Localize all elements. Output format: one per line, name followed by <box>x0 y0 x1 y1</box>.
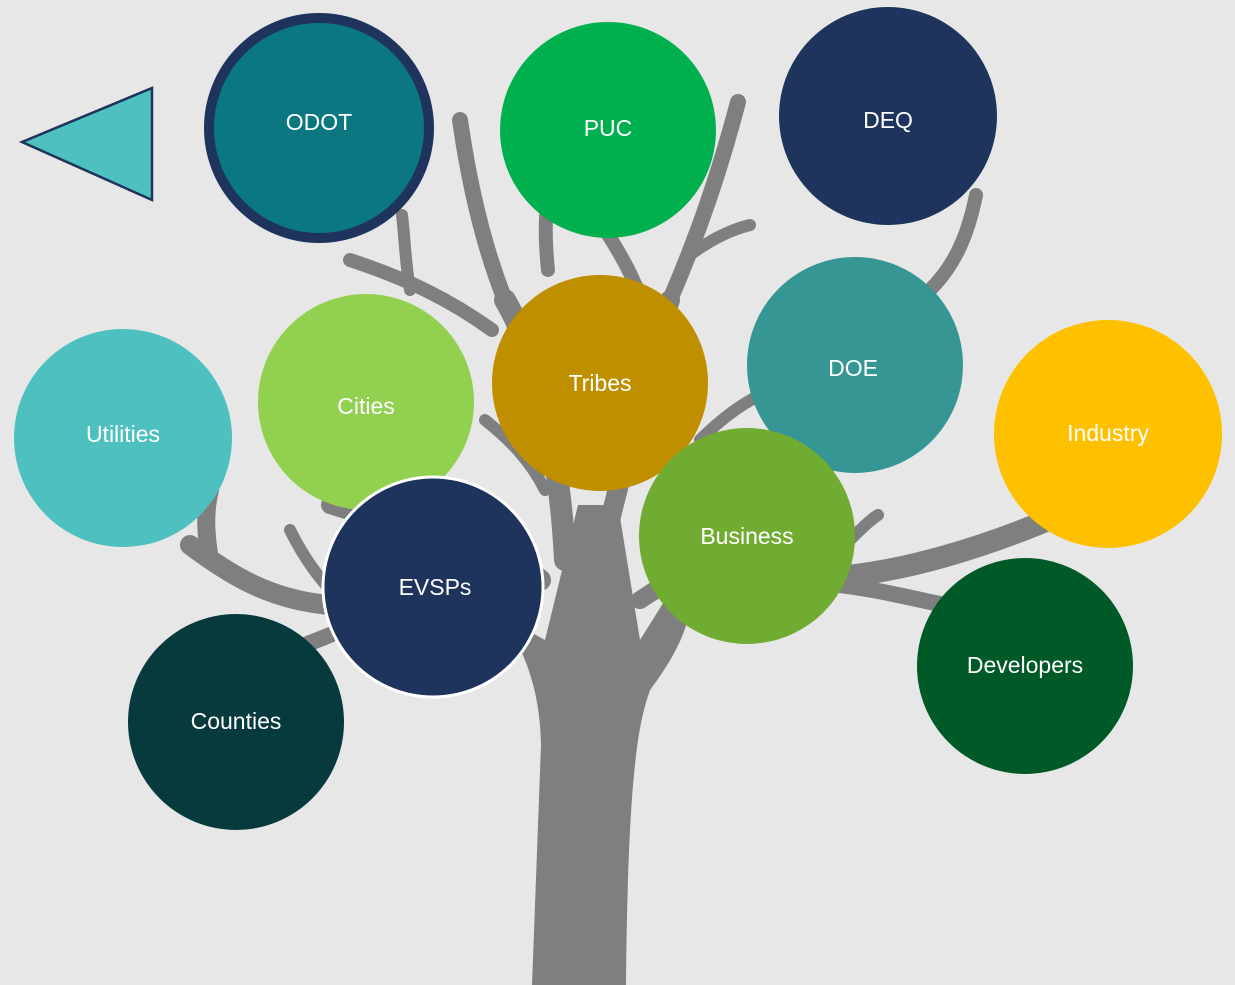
node-developers-circle <box>917 558 1133 774</box>
node-doe[interactable]: DOE <box>747 257 963 473</box>
node-odot[interactable]: ODOT <box>204 13 434 243</box>
node-evsps-label: EVSPs <box>399 574 472 600</box>
node-doe-label: DOE <box>828 355 878 381</box>
node-odot-label: ODOT <box>286 109 352 135</box>
node-tribes-label: Tribes <box>568 370 631 396</box>
node-developers-label: Developers <box>967 652 1083 678</box>
node-industry[interactable]: Industry <box>994 320 1222 548</box>
node-odot-circle <box>204 13 434 243</box>
node-counties[interactable]: Counties <box>128 614 344 830</box>
node-counties-circle <box>128 614 344 830</box>
back-arrow-icon[interactable] <box>18 86 154 202</box>
node-puc-circle <box>500 22 716 238</box>
tree-branch <box>662 94 746 308</box>
node-deq-circle <box>779 7 997 225</box>
node-deq[interactable]: DEQ <box>779 7 997 225</box>
node-deq-label: DEQ <box>863 107 913 133</box>
node-business-label: Business <box>700 523 793 549</box>
node-cities-circle <box>258 294 474 510</box>
node-utilities-label: Utilities <box>86 421 160 447</box>
node-evsps-circle <box>321 475 545 699</box>
node-utilities-circle <box>14 329 232 547</box>
node-developers[interactable]: Developers <box>917 558 1133 774</box>
node-business-circle <box>639 428 855 644</box>
node-tribes[interactable]: Tribes <box>492 275 708 491</box>
node-counties-label: Counties <box>191 708 282 734</box>
tree-branch <box>343 253 499 337</box>
tree-trunk <box>500 505 693 985</box>
tree-branch <box>396 209 416 296</box>
node-puc-label: PUC <box>584 115 633 141</box>
tree-branch <box>452 112 513 308</box>
node-business[interactable]: Business <box>639 428 855 644</box>
node-industry-label: Industry <box>1067 420 1149 446</box>
node-puc[interactable]: PUC <box>500 22 716 238</box>
node-industry-circle <box>994 320 1222 548</box>
tree-branch <box>684 219 756 261</box>
tree-branch <box>923 188 983 297</box>
node-doe-circle <box>747 257 963 473</box>
node-cities[interactable]: Cities <box>258 294 474 510</box>
node-utilities[interactable]: Utilities <box>14 329 232 547</box>
tree-branch <box>809 504 1071 589</box>
tree-branch <box>832 577 953 613</box>
node-tribes-circle <box>492 275 708 491</box>
node-evsps[interactable]: EVSPs <box>321 475 545 699</box>
node-cities-label: Cities <box>337 393 395 419</box>
